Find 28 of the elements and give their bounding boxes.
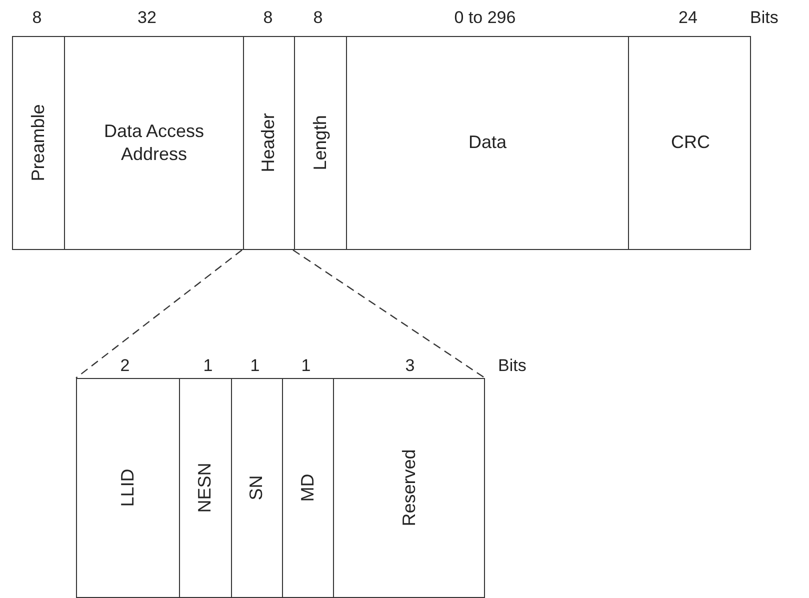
unit-label: Bits (750, 8, 778, 28)
field-label: SN (245, 475, 268, 500)
field-label: Reserved (398, 449, 420, 527)
bit-count: 3 (405, 356, 415, 376)
bit-count: 2 (120, 356, 130, 376)
field-label: Data (467, 131, 508, 154)
frame-box (12, 36, 751, 250)
bit-count: 1 (203, 356, 213, 376)
unit-label: Bits (498, 356, 526, 376)
frame-box (76, 378, 485, 598)
expansion-line (292, 250, 486, 378)
bit-count: 1 (301, 356, 311, 376)
field-label: CRC (670, 131, 711, 154)
expansion-line (76, 250, 242, 378)
bit-count: 8 (32, 8, 42, 28)
field-label: Data Access Address (102, 120, 206, 166)
field-label: Length (308, 115, 331, 171)
bit-count: 8 (313, 8, 323, 28)
field-label: NESN (194, 462, 216, 513)
bit-count: 0 to 296 (454, 8, 516, 28)
bit-count: 8 (263, 8, 273, 28)
field-label: Preamble (26, 104, 49, 182)
field-label: Header (257, 113, 280, 173)
bit-count: 24 (678, 8, 698, 28)
field-label: LLID (116, 468, 138, 507)
field-label: MD (296, 474, 318, 502)
bit-count: 1 (250, 356, 260, 376)
bit-count: 32 (138, 8, 156, 28)
